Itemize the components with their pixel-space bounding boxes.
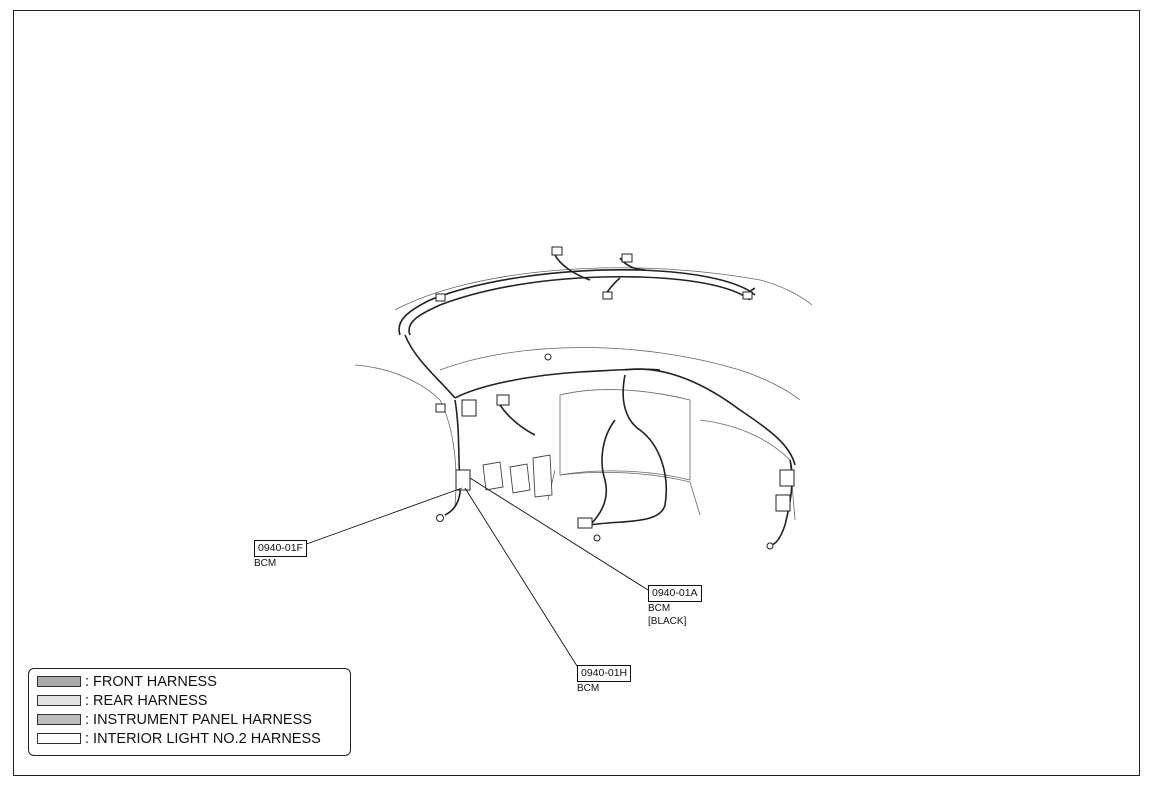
callout-0940-01A: 0940-01A BCM [BLACK] bbox=[648, 583, 702, 628]
connector-desc: BCM bbox=[254, 558, 277, 569]
bcm-connector-lower bbox=[455, 469, 471, 491]
connector-desc: BCM bbox=[577, 683, 600, 694]
roof-outline bbox=[394, 267, 813, 311]
glovebox-connector bbox=[577, 517, 593, 529]
legend-label: : FRONT HARNESS bbox=[85, 673, 217, 690]
bcm-connector-upper bbox=[461, 399, 477, 417]
roof-connector-1 bbox=[551, 246, 563, 256]
legend-item-rear-harness: : REAR HARNESS bbox=[37, 691, 350, 710]
legend-item-instrument-panel-harness: : INSTRUMENT PANEL HARNESS bbox=[37, 710, 350, 729]
roof-harness-inner bbox=[408, 275, 751, 336]
left-pillar-harness bbox=[404, 334, 456, 399]
roof-connector-2 bbox=[621, 253, 633, 263]
harness-legend: : FRONT HARNESS : REAR HARNESS : INSTRUM… bbox=[28, 668, 351, 756]
glovebox-loop-inner bbox=[589, 419, 616, 526]
callout-0940-01F: 0940-01F BCM bbox=[254, 538, 307, 570]
windshield-grommet bbox=[544, 353, 552, 361]
leader-0940-01A bbox=[469, 477, 649, 591]
a-pillar-outline bbox=[354, 364, 457, 506]
roof-branch-2 bbox=[619, 257, 646, 271]
legend-label: : REAR HARNESS bbox=[85, 692, 208, 709]
roof-connector-5 bbox=[742, 291, 753, 300]
right-door-outline bbox=[699, 419, 796, 521]
leader-0940-01F bbox=[300, 487, 463, 547]
dash-main-harness bbox=[454, 368, 661, 399]
center-connector bbox=[496, 394, 510, 406]
pillar-connector bbox=[435, 403, 446, 413]
pedal-right bbox=[532, 454, 553, 498]
leader-0940-01H bbox=[464, 487, 578, 667]
roof-connector-3 bbox=[435, 293, 446, 302]
ground-point-left bbox=[436, 514, 444, 522]
windshield-outline bbox=[439, 347, 801, 401]
glovebox-loop bbox=[589, 374, 668, 526]
legend-label: : INSTRUMENT PANEL HARNESS bbox=[85, 711, 312, 728]
drawing-frame bbox=[13, 10, 1140, 776]
pedal-middle bbox=[509, 463, 531, 494]
legend-swatch bbox=[37, 714, 81, 725]
roof-connector-4 bbox=[602, 291, 613, 300]
legend-swatch bbox=[37, 676, 81, 687]
legend-item-front-harness: : FRONT HARNESS bbox=[37, 672, 350, 691]
center-branch bbox=[499, 404, 536, 436]
legend-label: : INTERIOR LIGHT NO.2 HARNESS bbox=[85, 730, 321, 747]
connector-code: 0940-01H bbox=[577, 665, 632, 682]
dash-right-harness bbox=[624, 368, 796, 466]
callout-0940-01H: 0940-01H BCM bbox=[577, 663, 632, 695]
right-connector-1 bbox=[779, 469, 795, 487]
legend-item-interior-light-harness: : INTERIOR LIGHT NO.2 HARNESS bbox=[37, 729, 350, 748]
legend-swatch bbox=[37, 733, 81, 744]
pedal-left bbox=[482, 461, 504, 491]
dash-outline bbox=[559, 389, 691, 481]
connector-code: 0940-01A bbox=[648, 585, 702, 602]
ground-point-right bbox=[766, 542, 774, 550]
ground-point-center bbox=[593, 534, 601, 542]
dash-lower-outline bbox=[559, 471, 691, 483]
connector-code: 0940-01F bbox=[254, 540, 307, 557]
right-connector-2 bbox=[775, 494, 791, 512]
roof-branch-1 bbox=[554, 254, 591, 281]
connector-desc: BCM bbox=[648, 603, 671, 614]
legend-swatch bbox=[37, 695, 81, 706]
roof-harness bbox=[398, 268, 756, 336]
connector-color: [BLACK] bbox=[648, 616, 687, 627]
